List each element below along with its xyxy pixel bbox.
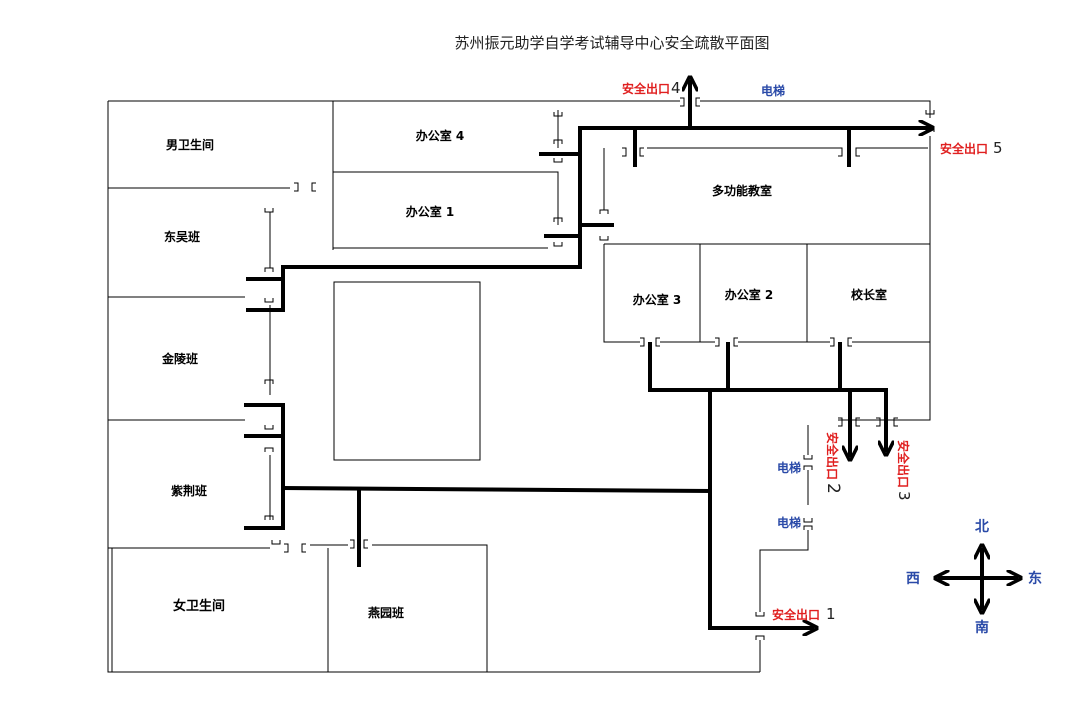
outer-wall-west-south (107, 101, 760, 673)
room-office3: 办公室 3 (633, 292, 682, 307)
room-office2: 办公室 2 (725, 287, 774, 302)
door-mark-top (680, 97, 935, 132)
room-office1: 办公室 1 (406, 204, 455, 219)
door-mark-zijing (264, 425, 274, 520)
door-mark-toilet (294, 182, 316, 192)
room-mens-toilet: 男卫生间 (166, 137, 214, 152)
exit-2-label: 安全出口2 (823, 432, 843, 494)
exit-4-label: 安全出口4 (622, 79, 681, 97)
room-zijing: 紫荆班 (171, 483, 207, 498)
door-mark-exit1 (755, 612, 765, 640)
compass-west: 西 (906, 571, 920, 587)
door-mark-elevator (803, 455, 813, 530)
room-jinling: 金陵班 (161, 351, 198, 366)
svg-text:安全出口3: 安全出口3 (895, 440, 913, 501)
room-office4: 办公室 4 (416, 128, 465, 143)
compass-east: 东 (1028, 570, 1042, 587)
evacuation-routes (280, 82, 928, 628)
door-mark-offices-row (640, 337, 852, 347)
room-dongwu: 东吴班 (164, 229, 200, 244)
wall-elevator-lower (759, 530, 809, 612)
walls (107, 100, 931, 673)
outer-wall-north-east (700, 100, 931, 118)
elevator-top: 电梯 (761, 83, 785, 98)
room-yanyuan: 燕园班 (368, 605, 404, 620)
wall-office3-west (603, 244, 640, 343)
compass-north: 北 (975, 519, 989, 535)
wall-office4-office1 (333, 171, 559, 225)
svg-text:安全出口2: 安全出口2 (823, 432, 843, 494)
plan-title: 苏州振元助学自学考试辅导中心安全疏散平面图 (454, 34, 769, 52)
exit-3-label: 安全出口3 (895, 440, 913, 501)
door-mark-multi (599, 147, 860, 241)
door-bars (244, 128, 851, 567)
room-principal: 校长室 (851, 287, 887, 302)
route-north (281, 126, 692, 312)
elevator-right-upper: 电梯 (777, 460, 801, 475)
route-exit1 (708, 390, 812, 628)
outer-wall-east (905, 136, 931, 421)
route-offices (648, 342, 888, 392)
door-mark-south (271, 539, 368, 553)
door-mark-dongwu-jinling (264, 208, 274, 384)
route-south-corridor (280, 485, 713, 494)
door-mark-exit2-3 (838, 417, 898, 427)
courtyard (333, 281, 481, 461)
door-mark-offices (553, 112, 563, 247)
room-womens-toilet: 女卫生间 (173, 598, 225, 614)
elevator-right-lower: 电梯 (777, 515, 801, 530)
room-multipurpose: 多功能教室 (712, 183, 772, 198)
compass: 北 南 东 西 (906, 519, 1042, 636)
wall-yanyuan (372, 544, 488, 672)
compass-south: 南 (975, 619, 989, 636)
door-marks (264, 97, 935, 640)
